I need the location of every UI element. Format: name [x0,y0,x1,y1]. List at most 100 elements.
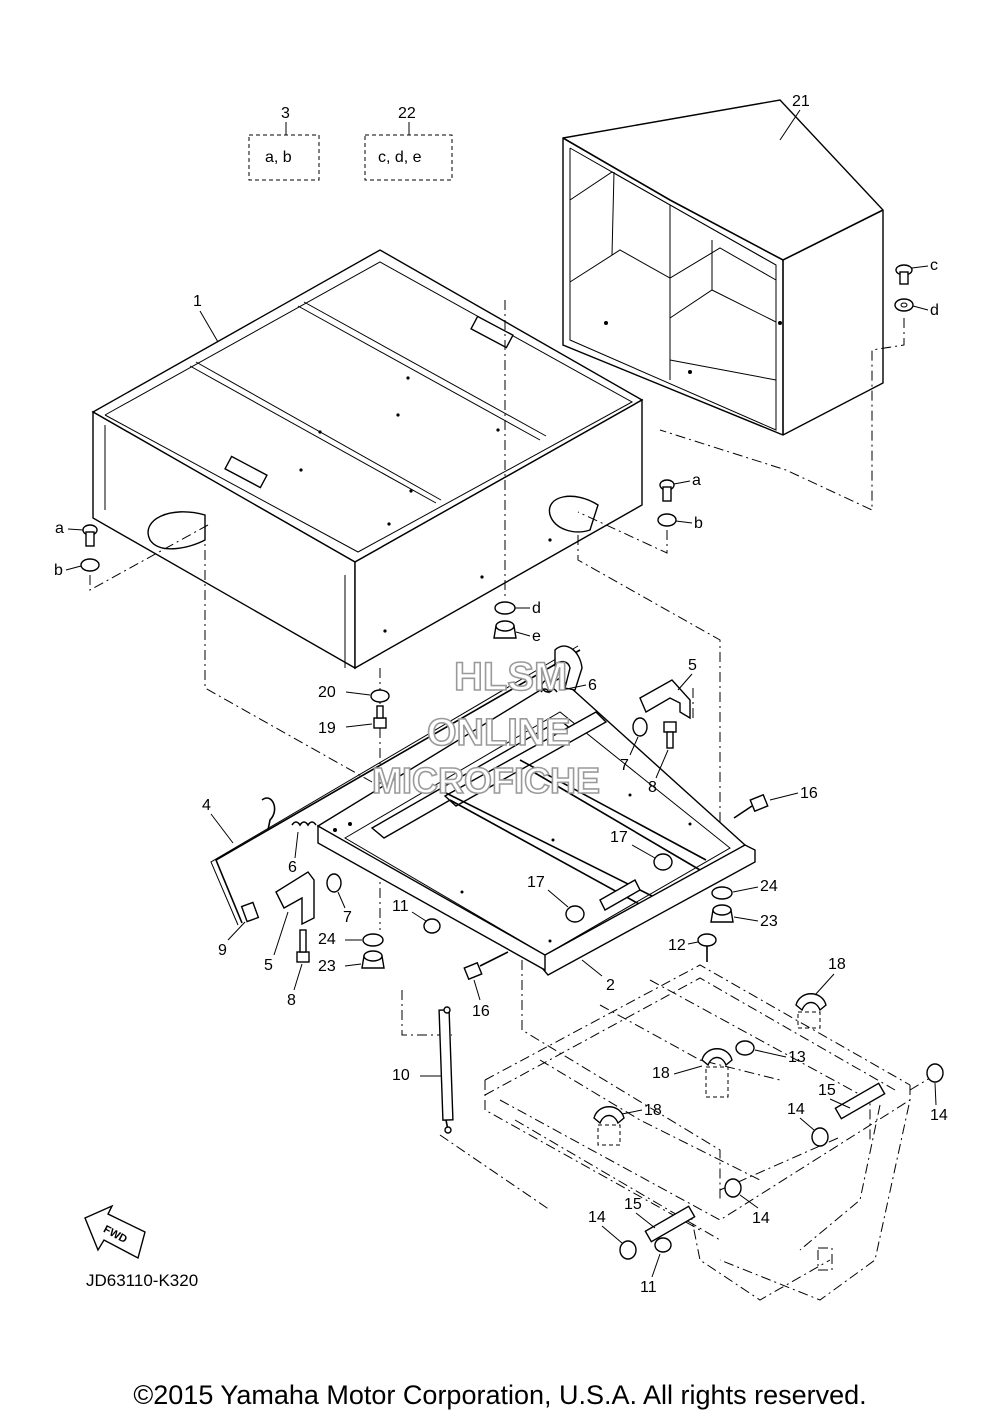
bolt-8-right-icon: 8 [648,721,677,796]
collar-7-left-icon: 7 [326,873,352,926]
svg-text:24: 24 [318,931,336,948]
drawing-code: JD63110-K320 [86,1271,199,1290]
svg-text:17: 17 [527,874,545,891]
svg-text:23: 23 [760,913,778,930]
svg-text:c: c [930,257,938,274]
nut-17-upper-icon: 17 [610,829,673,871]
shelf-cabinet-21 [562,99,884,436]
svg-text:14: 14 [787,1101,805,1118]
svg-text:5: 5 [264,957,273,974]
bushing-14-far-left-icon: 14 [588,1209,637,1260]
svg-text:11: 11 [640,1279,657,1296]
cargo-box-1 [91,249,644,670]
copyright-notice: ©2015 Yamaha Motor Corporation, U.S.A. A… [133,1380,867,1410]
bracket-5-right-icon: 5 [639,657,697,720]
fwd-arrow-icon: FWD [84,1204,146,1260]
callout-21: 21 [779,93,810,141]
svg-text:2: 2 [606,977,615,994]
washer-b-left-icon: b [54,558,100,579]
nut-11-upper-icon: 11 [392,898,441,934]
svg-text:a: a [55,520,64,537]
washer-24-left-icon: 24 [318,931,384,948]
bushing-14-middle-icon: 14 [787,1101,829,1147]
svg-text:15: 15 [624,1196,642,1213]
svg-text:6: 6 [288,859,297,876]
cushion-18-top-icon: 18 [795,956,846,1029]
kit-box-22-contents: c, d, e [378,149,422,166]
grip-9: 9 [218,901,260,959]
svg-text:17: 17 [610,829,628,846]
svg-text:13: 13 [788,1049,806,1066]
svg-text:b: b [54,562,63,579]
svg-text:HLSM: HLSM [454,655,567,699]
svg-text:d: d [930,302,939,319]
svg-text:24: 24 [760,878,778,895]
nut-13-icon: 13 [735,1040,806,1066]
svg-text:16: 16 [800,785,818,802]
screw-c-icon: c [895,257,938,285]
nut-11-lower-icon: 11 [640,1237,672,1296]
svg-text:20: 20 [318,684,336,701]
nut-23-right-icon: 23 [710,904,778,930]
svg-text:16: 16 [472,1003,490,1020]
washer-d-center-icon: d [494,600,541,617]
svg-text:d: d [532,600,541,617]
latch-rod-4: 4 [202,645,581,926]
bracket-5-left-icon: 5 [264,871,315,974]
pin-15-lower-icon: 15 [624,1196,696,1243]
cushion-18-middle-icon: 18 [652,1048,733,1098]
kit-box-22: 22 c, d, e [364,105,453,181]
svg-text:8: 8 [648,779,657,796]
svg-text:14: 14 [588,1209,606,1226]
bushing-14-right-icon: 14 [926,1063,948,1124]
bolt-a-right-icon: a [659,472,701,502]
washer-20-icon: 20 [318,684,390,703]
nut-23-left-icon: 23 [318,950,385,975]
bolt-a-left-icon: a [55,520,98,547]
bolt-8-left-icon: 8 [287,929,310,1009]
svg-text:e: e [532,628,541,645]
gas-strut-10: 10 [392,1006,454,1134]
svg-text:18: 18 [644,1102,662,1119]
vehicle-frame-phantom [484,964,911,1301]
kit-box-3-contents: a, b [265,149,292,166]
callout-1: 1 [193,293,219,343]
bolt-16-left-icon: 16 [463,951,509,1020]
washer-d-icon: d [894,298,939,319]
bushing-14-lower-icon: 14 [724,1178,770,1227]
svg-text:12: 12 [668,937,686,954]
svg-text:4: 4 [202,797,211,814]
nut-17-lower-icon: 17 [527,874,585,923]
svg-text:18: 18 [828,956,846,973]
svg-text:10: 10 [392,1067,410,1084]
bolt-16-right-icon: 16 [733,785,818,819]
spring-6-right-icon: 6 [540,677,597,694]
svg-text:7: 7 [343,909,352,926]
cushion-18-lower-icon: 18 [593,1102,662,1146]
svg-text:1: 1 [193,293,202,310]
bolt-19-icon: 19 [318,705,387,737]
svg-text:6: 6 [588,677,597,694]
svg-text:MICROFICHE: MICROFICHE [372,760,600,801]
bumper-12-icon: 12 [668,933,717,962]
svg-text:5: 5 [688,657,697,674]
svg-text:19: 19 [318,720,336,737]
svg-text:14: 14 [752,1210,770,1227]
pin-15-right-icon: 15 [818,1082,886,1120]
collar-7-right-icon: 7 [620,717,648,774]
svg-text:b: b [694,515,703,532]
svg-text:8: 8 [287,992,296,1009]
sub-frame-2 [316,677,756,976]
svg-text:11: 11 [392,898,409,915]
watermark: HLSM ONLINE MICROFICHE [371,654,601,802]
kit-box-3: 3 a, b [248,105,320,181]
svg-text:7: 7 [620,757,629,774]
callout-2: 2 [581,959,615,994]
svg-text:9: 9 [218,942,227,959]
svg-text:14: 14 [930,1107,948,1124]
svg-text:18: 18 [652,1065,670,1082]
washer-b-right-icon: b [657,513,703,532]
spring-6-left-icon: 6 [288,821,317,876]
svg-text:21: 21 [792,93,810,110]
